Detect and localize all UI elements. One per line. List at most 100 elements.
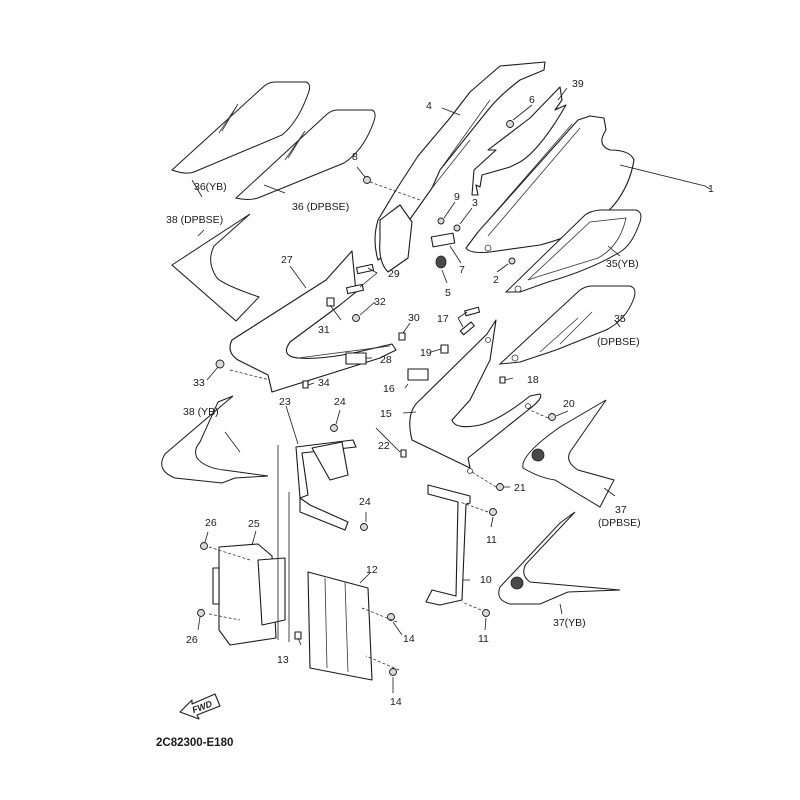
callout-11-lower: 11: [478, 633, 489, 645]
callout-12: 12: [366, 564, 378, 576]
callout-20: 20: [563, 398, 575, 410]
leader-lines: [191, 87, 711, 693]
callout-31: 31: [318, 324, 330, 336]
part-29-damper-b: [346, 283, 364, 295]
callout-5: 5: [445, 287, 451, 299]
part-39-inner-panel: [471, 86, 567, 196]
part-29-damper-a: [356, 263, 374, 275]
callout-7: 7: [459, 264, 465, 276]
decal-35-dpbse: [498, 285, 636, 365]
part-25-panel: [212, 543, 286, 646]
callout-2: 2: [493, 274, 499, 286]
diagram-reference-code: 2C82300-E180: [156, 737, 233, 749]
part-17-damper-b: [459, 321, 475, 336]
callout-18: 18: [527, 374, 539, 386]
callout-13: 13: [277, 654, 289, 666]
part-28-damper: [345, 352, 367, 365]
callout-25: 25: [248, 518, 260, 530]
callout-labels: 4 6 39 8 9 3 1 7 5 2 36(YB) 36 (DPBSE) 3…: [166, 78, 714, 708]
decal-36-dpbse: [234, 109, 376, 200]
decal-37-yb: [498, 511, 621, 605]
callout-24-lower: 24: [359, 496, 371, 508]
callout-35-yb: 35(YB): [606, 258, 639, 270]
part-10-stay: [425, 484, 471, 606]
callout-14-lower: 14: [390, 696, 402, 708]
callout-9: 9: [454, 191, 460, 203]
callout-37-yb: 37(YB): [553, 617, 586, 629]
part-17-damper-a: [464, 306, 481, 317]
callout-22: 22: [378, 440, 390, 452]
callout-19: 19: [420, 347, 432, 359]
part-6-clip: [506, 120, 514, 128]
callout-23: 23: [279, 396, 291, 408]
callout-15: 15: [380, 408, 392, 420]
callout-8: 8: [352, 151, 358, 163]
part-3-grommet: [453, 224, 461, 232]
callout-36-yb: 36(YB): [194, 181, 227, 193]
callout-37-dpbse-num: 37: [615, 504, 627, 516]
callout-14-upper: 14: [403, 633, 415, 645]
callout-35-dpbse-variant: (DPBSE): [597, 336, 640, 348]
part-12-panel: [307, 571, 373, 681]
part-22-nut: [400, 449, 407, 458]
part-34-nut: [302, 380, 309, 389]
part-8-screw: [363, 176, 371, 184]
part-33-screw: [215, 359, 225, 369]
callout-11-upper: 11: [486, 534, 497, 546]
callout-3: 3: [472, 197, 478, 209]
decal-35-yb: [504, 209, 642, 293]
callout-17: 17: [437, 313, 449, 325]
callout-21: 21: [514, 482, 526, 494]
part-23-bracket: [295, 439, 357, 531]
callout-33: 33: [193, 377, 205, 389]
fwd-direction-arrow: FWD: [179, 693, 221, 720]
callout-35-dpbse-num: 35: [614, 313, 626, 325]
part-24-bolt-upper: [330, 424, 338, 432]
part-26-bolt-lower: [197, 609, 205, 617]
callout-30: 30: [408, 312, 420, 324]
callout-38-dpbse: 38 (DPBSE): [166, 214, 223, 226]
callout-24-upper: 24: [334, 396, 346, 408]
part-32-nut: [352, 314, 360, 322]
callout-26-upper: 26: [205, 517, 217, 529]
callout-27: 27: [281, 254, 293, 266]
decal-38-yb: [161, 395, 269, 484]
callout-38-yb: 38 (YB): [183, 406, 219, 418]
part-14-bolt-lower: [389, 668, 397, 676]
callout-34: 34: [318, 377, 330, 389]
callout-1: 1: [708, 183, 714, 195]
callout-4: 4: [426, 100, 432, 112]
callout-39: 39: [572, 78, 584, 90]
callout-29: 29: [388, 268, 400, 280]
part-7-damper: [430, 232, 456, 248]
part-4-rear-panel: [374, 61, 546, 273]
callout-6: 6: [529, 94, 535, 106]
part-30-damper: [398, 332, 406, 341]
part-21-screw: [496, 483, 504, 491]
part-11-bolt-lower: [482, 609, 490, 617]
part-18-damper: [499, 376, 506, 384]
callout-36-dpbse: 36 (DPBSE): [292, 201, 349, 213]
decal-38-dpbse: [171, 213, 260, 322]
callout-28: 28: [380, 354, 392, 366]
part-24-bolt-lower: [360, 523, 368, 531]
part-2-screw: [508, 257, 516, 265]
callout-37-dpbse-variant: (DPBSE): [598, 517, 641, 529]
part-13-nut: [294, 631, 302, 640]
part-31-damper: [326, 297, 335, 307]
part-16-damper: [407, 368, 429, 381]
decal-36-yb: [171, 81, 311, 174]
part-20-screw: [548, 413, 556, 421]
part-15-lower-cowl: [409, 319, 542, 474]
part-11-bolt-upper: [489, 508, 497, 516]
part-9-grommet: [437, 217, 445, 225]
callout-26-lower: 26: [186, 634, 198, 646]
part-26-bolt-upper: [200, 542, 208, 550]
callout-32: 32: [374, 296, 386, 308]
callout-10: 10: [480, 574, 492, 586]
part-19-damper: [440, 344, 449, 354]
part-14-bolt-upper: [387, 613, 395, 621]
decal-37-dpbse: [522, 399, 615, 508]
part-27-lower-cowl: [229, 250, 397, 393]
